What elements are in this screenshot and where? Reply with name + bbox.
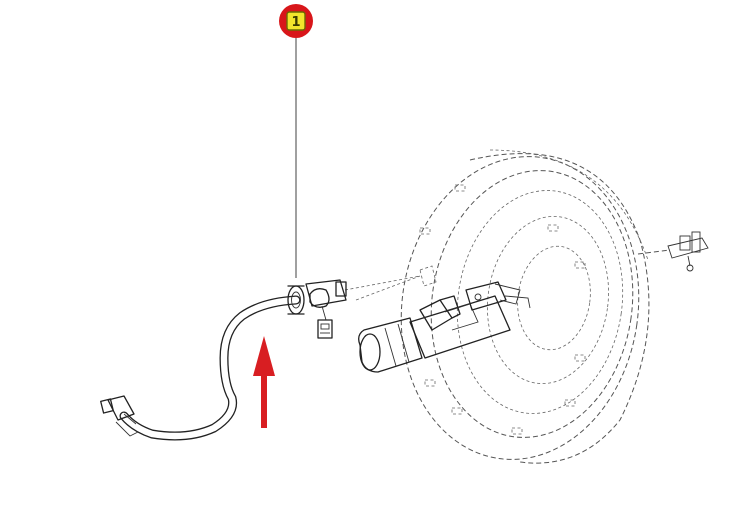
vacuum-hose: [100, 285, 305, 441]
indicator-arrow-up-icon: [253, 336, 275, 428]
vacuum-sensor: [305, 275, 421, 339]
brake-booster: [400, 149, 709, 464]
callout-number: 1: [291, 15, 300, 30]
callout-badge[interactable]: 1: [279, 4, 313, 38]
callout-badge-inner: [286, 11, 306, 31]
master-cylinder: [355, 265, 531, 373]
